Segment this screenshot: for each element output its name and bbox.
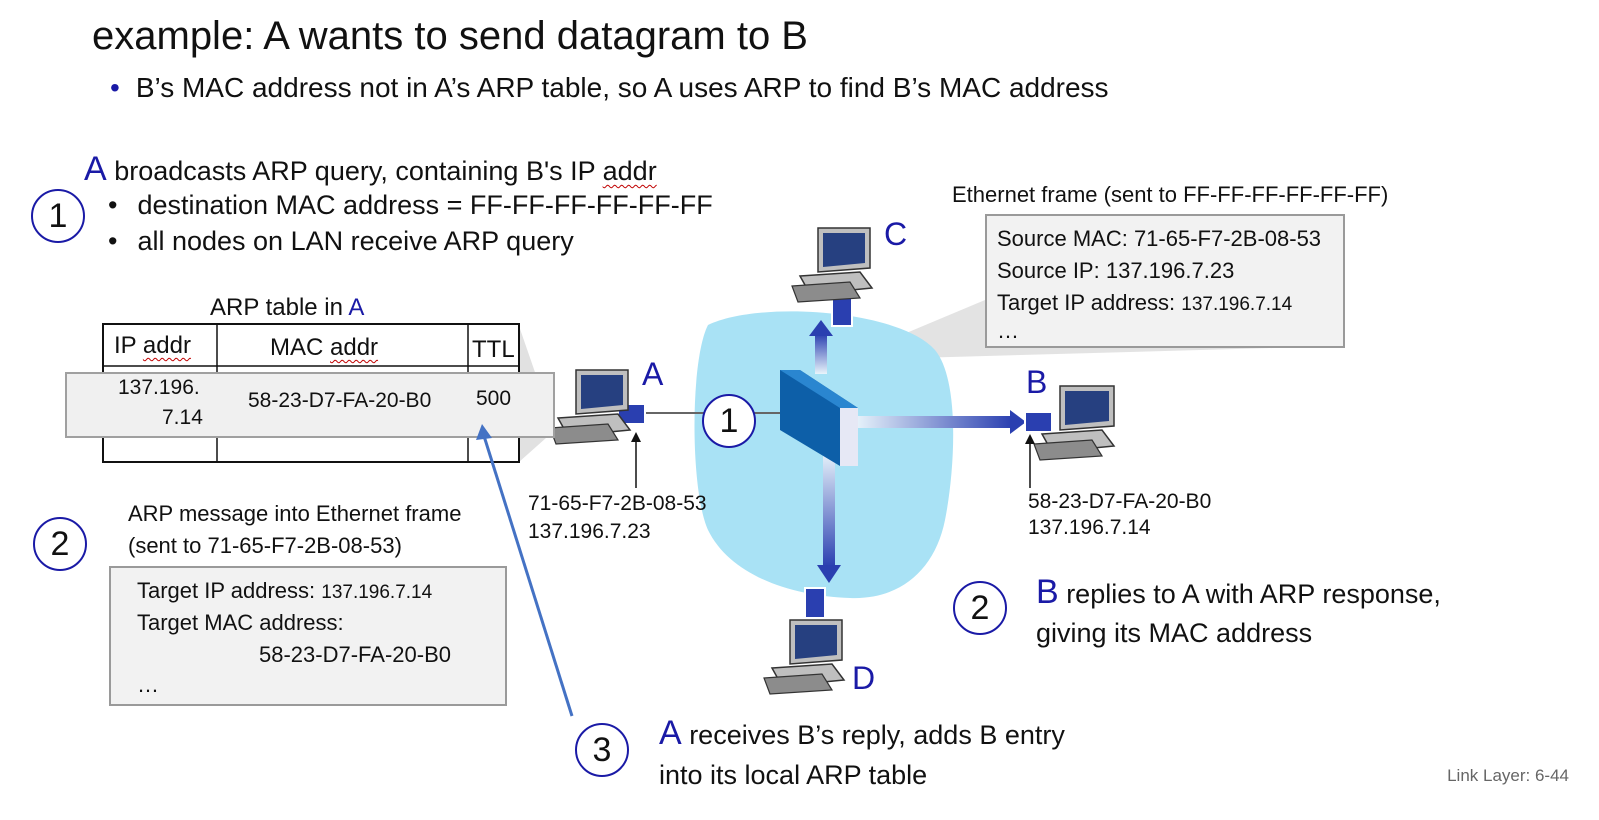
step3-line2: into its local ARP table [659, 760, 928, 790]
reply-target-mac: 58-23-D7-FA-20-B0 [259, 642, 451, 667]
node-b-mac: 58-23-D7-FA-20-B0 [1028, 490, 1212, 513]
step2-reply-line2: giving its MAC address [1036, 618, 1313, 648]
step2-reply-line1: B replies to A with ARP response, [1036, 573, 1441, 611]
arp-row-ttl: 500 [476, 387, 512, 410]
arp-row-mac: 58-23-D7-FA-20-B0 [248, 389, 432, 412]
arp-table-new-row [65, 372, 555, 438]
computer-b-icon [1033, 385, 1116, 461]
step2-circle: 2 [33, 517, 87, 571]
reply-target-ip: Target IP address: 137.196.7.14 [137, 578, 433, 603]
broadcast-arrow-d [823, 452, 835, 567]
reply-ellipsis: … [137, 672, 159, 697]
step3-line1: A receives B’s reply, adds B entry [659, 714, 1065, 752]
step2-caption-line1: ARP message into Ethernet frame [128, 501, 462, 526]
arp-row-ip-line2: 7.14 [162, 406, 203, 429]
reply-frame-box: Target IP address: 137.196.7.14 Target M… [109, 566, 507, 706]
connector-d [804, 587, 826, 619]
frame-target-ip: Target IP address: 137.196.7.14 [997, 290, 1293, 315]
step2-reply-circle: 2 [953, 581, 1007, 635]
step1-bullet-2: •all nodes on LAN receive ARP query [108, 226, 574, 256]
node-a-label: A [642, 356, 664, 392]
node-b-ip: 137.196.7.14 [1028, 516, 1151, 539]
arp-header-ttl: TTL [472, 336, 515, 363]
broadcast-arrowhead-d [817, 565, 841, 583]
arp-header-ip: IP addr [114, 332, 191, 359]
switch-icon [780, 370, 858, 466]
node-b-label: B [1026, 364, 1048, 400]
broadcast-arrow-b [855, 416, 1013, 428]
step3-circle: 3 [575, 723, 629, 777]
arp-row-ip-line1: 137.196. [118, 376, 200, 399]
connector-b [1024, 411, 1053, 433]
connector-c [831, 295, 853, 327]
broadcast-arrow-c [815, 334, 827, 374]
step3-pointer [482, 435, 574, 717]
step1-heading: A broadcasts ARP query, containing B's I… [84, 150, 657, 188]
step2-caption-line2: (sent to 71-65-F7-2B-08-53) [128, 533, 402, 558]
slide-footer: Link Layer: 6-44 [1447, 766, 1569, 785]
node-d-label: D [852, 660, 876, 696]
switch-step-circle: 1 [702, 394, 756, 448]
node-a-ip: 137.196.7.23 [528, 520, 651, 543]
arp-header-mac: MAC addr [270, 334, 379, 361]
bullet-icon: • [110, 72, 120, 103]
ethernet-frame-box: Source MAC: 71-65-F7-2B-08-53 Source IP:… [985, 214, 1345, 348]
ethernet-frame-caption: Ethernet frame (sent to FF-FF-FF-FF-FF-F… [952, 182, 1389, 207]
frame-source-mac: Source MAC: 71-65-F7-2B-08-53 [997, 226, 1322, 251]
frame-source-ip: Source IP: 137.196.7.23 [997, 258, 1235, 283]
node-c-label: C [884, 216, 908, 252]
broadcast-arrowhead-c [809, 320, 833, 336]
computer-a-icon [549, 369, 632, 445]
computer-c-icon [791, 227, 874, 303]
frame-ellipsis: … [997, 318, 1019, 343]
arp-table-caption: ARP table in A [210, 294, 365, 321]
page-title: example: A wants to send datagram to B [92, 14, 808, 58]
step1-bullet-1: •destination MAC address = FF-FF-FF-FF-F… [108, 190, 713, 220]
broadcast-arrowhead-b [1010, 410, 1026, 434]
subtitle: •B’s MAC address not in A’s ARP table, s… [110, 72, 1109, 103]
node-a-mac: 71-65-F7-2B-08-53 [528, 492, 707, 515]
computer-d-icon [763, 619, 846, 695]
step1-circle: 1 [31, 189, 85, 243]
reply-target-mac-label: Target MAC address: [137, 610, 344, 635]
